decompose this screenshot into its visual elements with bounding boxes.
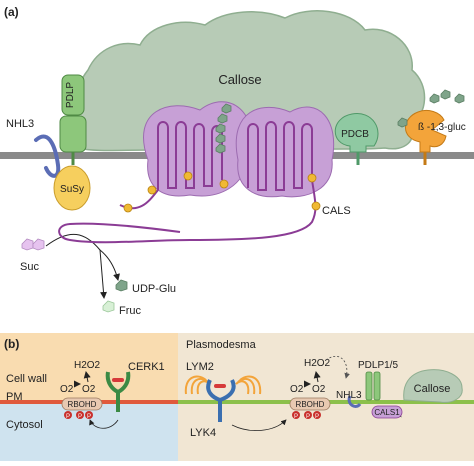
svg-text:P: P <box>87 414 91 420</box>
o2-radical-right: O2 <box>312 384 326 395</box>
nhl3-label: NHL3 <box>6 118 34 130</box>
h2o2-left: H2O2 <box>74 360 101 371</box>
susy-label: SuSy <box>60 184 84 195</box>
cell-wall-bg-left <box>0 333 178 403</box>
suc-label: Suc <box>20 261 39 273</box>
panel-b-label: (b) <box>4 337 19 351</box>
glucose-chain <box>215 103 232 154</box>
cerk1-label: CERK1 <box>128 361 165 373</box>
plasmodesma-label: Plasmodesma <box>186 339 257 351</box>
svg-text:P: P <box>306 414 310 420</box>
phospho-sites-left: P P P <box>64 411 93 420</box>
nhl3-protein <box>34 134 61 178</box>
pdcb-label: PDCB <box>341 129 369 140</box>
cals1-enzyme <box>371 405 403 419</box>
cytosol-label: Cytosol <box>6 419 43 431</box>
susy-enzyme <box>53 165 91 211</box>
nhl3-b-label: NHL3 <box>336 390 362 401</box>
fruc-label: Fruc <box>119 305 142 317</box>
to-udp-glu-arrow <box>99 249 120 281</box>
pdlp15-protein <box>365 371 381 401</box>
lym2-label: LYM2 <box>186 361 214 373</box>
suc-to-fruc-arrow <box>45 233 107 299</box>
rbohd-right <box>289 397 331 411</box>
pdlp15-label: PDLP1/5 <box>358 360 398 371</box>
panel-b: (b) Cell wall PM Cytosol Plasmodesma H2O… <box>0 333 474 461</box>
pdlp-label: PDLP <box>65 82 76 108</box>
pdcb-protein <box>334 113 379 153</box>
lym2-receptors <box>184 375 262 395</box>
cerk1-receptor <box>105 371 131 412</box>
callose-b <box>403 369 463 403</box>
sucrose-icon <box>21 238 45 251</box>
cals-label: CALS <box>322 205 351 217</box>
pm-label: PM <box>6 391 23 403</box>
svg-text:P: P <box>294 414 298 420</box>
glucanase-enzyme <box>405 109 447 153</box>
lyk4-receptor <box>206 379 236 422</box>
udp-glucose-icon <box>115 279 128 292</box>
svg-text:P: P <box>315 414 319 420</box>
callose-label: Callose <box>218 72 261 87</box>
phospho-sites-right: P P P <box>292 411 321 420</box>
cell-wall-label: Cell wall <box>6 373 47 385</box>
o2-right: O2 <box>290 384 304 395</box>
glucanase-label: ß -1,3-gluc <box>418 122 466 133</box>
svg-text:P: P <box>66 414 70 420</box>
panel-a-label: (a) <box>4 5 19 19</box>
rbohd-right-label: RBOHD <box>296 400 325 409</box>
pdlp-protein <box>59 74 87 165</box>
callose-b-label: Callose <box>414 383 451 395</box>
lyk4-label: LYK4 <box>190 427 216 439</box>
o2-left: O2 <box>60 384 74 395</box>
udp-glu-label: UDP-Glu <box>132 283 176 295</box>
fructose-icon <box>102 300 115 313</box>
rbohd-left <box>61 397 103 411</box>
h2o2-right: H2O2 <box>304 358 331 369</box>
o2-radical-left: O2 <box>82 384 96 395</box>
svg-text:P: P <box>78 414 82 420</box>
rbohd-left-label: RBOHD <box>68 400 97 409</box>
released-glucose-icons <box>397 89 465 128</box>
nhl3-b <box>347 395 362 408</box>
cals1-label: CALS1 <box>374 408 400 417</box>
panel-a: (a) Callose PDLP NHL3 SuSy Suc Fruc <box>0 5 474 317</box>
